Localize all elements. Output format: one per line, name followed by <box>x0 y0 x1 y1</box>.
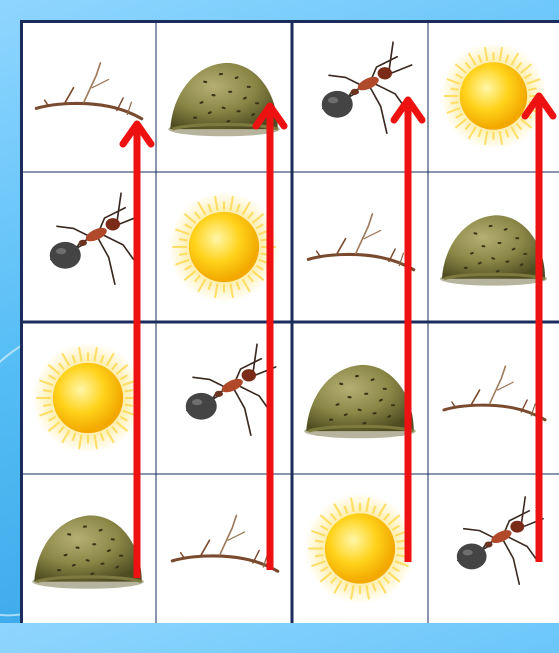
twig-icon <box>292 172 428 322</box>
sun-icon <box>20 322 156 474</box>
cell-r3-c3[interactable] <box>292 322 428 474</box>
cell-r1-c1[interactable] <box>20 20 156 172</box>
ant-icon <box>156 322 292 474</box>
cell-r1-c4[interactable] <box>428 20 559 172</box>
cell-r3-c1[interactable] <box>20 322 156 474</box>
dirt-mound-icon <box>292 322 428 474</box>
cell-r4-c3[interactable] <box>292 474 428 623</box>
cell-r1-c3[interactable] <box>292 20 428 172</box>
twig-icon <box>428 322 559 474</box>
cell-r3-c2[interactable] <box>156 322 292 474</box>
dirt-mound-icon <box>428 172 559 322</box>
sun-icon <box>428 20 559 172</box>
dirt-mound-icon <box>20 474 156 623</box>
cell-r2-c4[interactable] <box>428 172 559 322</box>
dirt-mound-icon <box>156 20 292 172</box>
cell-r4-c2[interactable] <box>156 474 292 623</box>
board-grid <box>20 20 559 623</box>
cell-r4-c1[interactable] <box>20 474 156 623</box>
cell-r2-c1[interactable] <box>20 172 156 322</box>
twig-icon <box>20 20 156 172</box>
sun-icon <box>156 172 292 322</box>
twig-icon <box>156 474 292 623</box>
cell-r2-c2[interactable] <box>156 172 292 322</box>
sudoku-board <box>20 20 559 623</box>
ant-icon <box>292 20 428 172</box>
ant-icon <box>20 172 156 322</box>
sun-icon <box>292 474 428 623</box>
cell-r2-c3[interactable] <box>292 172 428 322</box>
cell-r4-c4[interactable] <box>428 474 559 623</box>
cell-r3-c4[interactable] <box>428 322 559 474</box>
cell-r1-c2[interactable] <box>156 20 292 172</box>
ant-icon <box>428 474 559 623</box>
